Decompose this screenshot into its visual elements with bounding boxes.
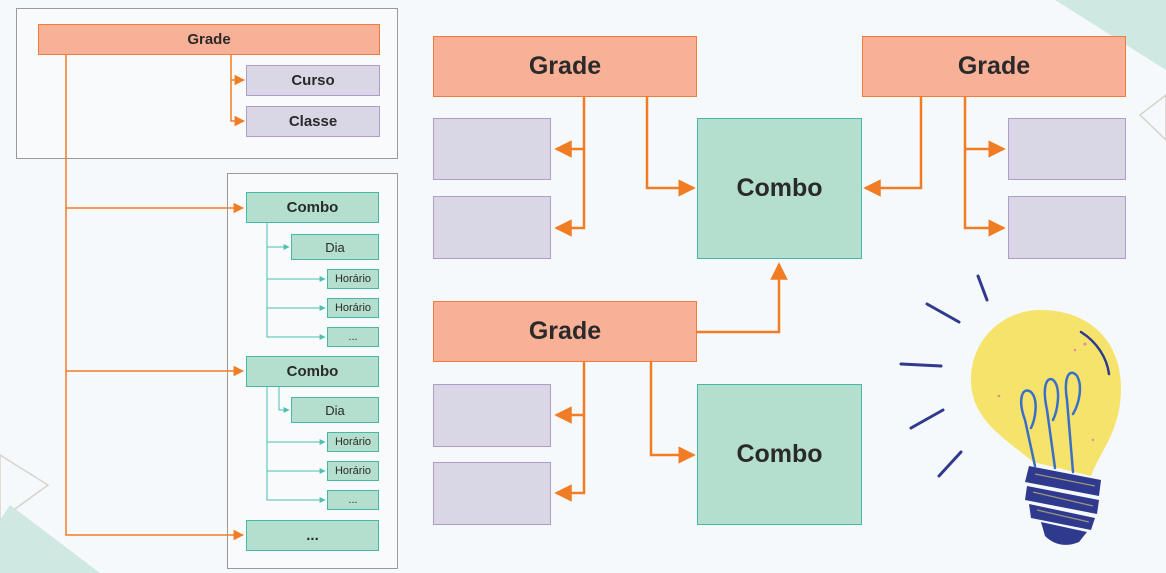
tree-classe-node: Classe (246, 106, 380, 137)
empty-box-tr-2 (1008, 196, 1126, 259)
tree-combo-2-horario-1: Horário (327, 432, 379, 452)
tree-curso-node: Curso (246, 65, 380, 96)
tree-combo-2-dia: Dia (291, 397, 379, 423)
tree-combo-1-horario-2: Horário (327, 298, 379, 318)
connector-grade-tr-to-box-2 (963, 97, 1006, 237)
tree-combo-1-horario-1: Horário (327, 269, 379, 289)
connector-grade-tl-to-box-2 (554, 97, 586, 237)
ray-4 (909, 408, 945, 430)
empty-box-tl-1 (433, 118, 551, 180)
filament-mid (1043, 377, 1060, 470)
filament-left (1020, 389, 1037, 468)
empty-box-b-1 (433, 384, 551, 447)
bulb-highlight (1079, 330, 1111, 376)
empty-box-tr-1 (1008, 118, 1126, 180)
filament-right (1064, 371, 1082, 474)
corner-triangle-bottom-left (0, 505, 100, 573)
grade-bottom: Grade (433, 301, 697, 362)
tree-grade-node: Grade (38, 24, 380, 55)
tree-combo-2-node: Combo (246, 356, 379, 387)
ray-3 (899, 362, 943, 368)
connector-grade-to-classe (230, 55, 246, 127)
empty-box-tl-2 (433, 196, 551, 259)
ray-5 (937, 450, 963, 478)
connector-grade-bottom-to-box-2 (554, 362, 586, 502)
connector-grade-bottom-to-combo-shared (697, 262, 788, 334)
grade-top-right: Grade (862, 36, 1126, 97)
tree-more-node: ... (246, 520, 379, 551)
outline-triangle-right (1138, 94, 1166, 142)
connector-grade-tr-to-combo (863, 97, 923, 197)
lightbulb-icon (899, 274, 1121, 545)
empty-box-b-2 (433, 462, 551, 525)
tree-combo-2-horario-2: Horário (327, 461, 379, 481)
connector-grade-bottom-to-combo (649, 362, 696, 464)
connector-grade-tl-to-combo (645, 97, 696, 197)
tree-combo-1-more: ... (327, 327, 379, 347)
ray-1 (976, 274, 989, 302)
outline-triangle-left (0, 454, 50, 521)
connector-combo2-to-dia (278, 387, 290, 413)
connector-combo2-to-more (266, 387, 326, 503)
tree-combo-1-dia: Dia (291, 234, 379, 260)
combo-shared: Combo (697, 118, 862, 259)
connector-grade-to-more (65, 55, 245, 541)
tree-combo-2-more: ... (327, 490, 379, 510)
grade-top-left: Grade (433, 36, 697, 97)
bulb-base (1025, 466, 1101, 545)
combo-bottom: Combo (697, 384, 862, 525)
connector-combo1-to-more (266, 223, 326, 340)
ray-2 (925, 302, 961, 324)
corner-triangle-top-right (1055, 0, 1166, 70)
tree-combo-1-node: Combo (246, 192, 379, 223)
